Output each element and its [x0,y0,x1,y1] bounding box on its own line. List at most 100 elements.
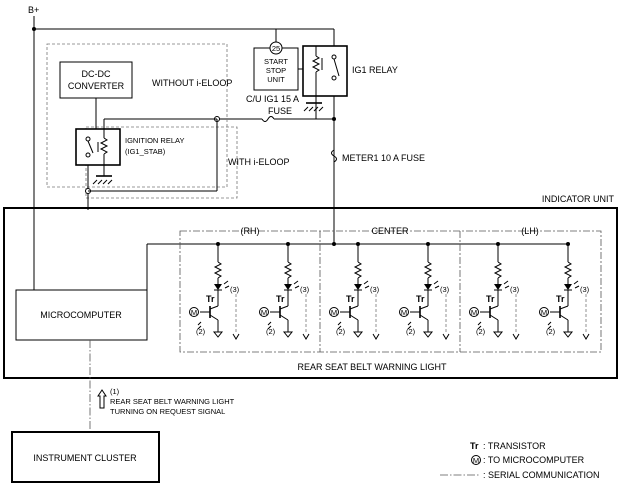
ignition-relay-box [75,128,121,166]
ground-icon [562,331,574,338]
base-ref: (2) [196,327,206,336]
base-ref: (2) [336,327,346,336]
light-signal-arrow-icon [442,333,450,340]
dcdc-converter-label-2: CONVERTER [68,81,125,91]
instrument-cluster: INSTRUMENT CLUSTER [11,431,160,483]
ignition-relay: IGNITION RELAY (IG1_STAB) [75,119,218,210]
base-ref: (2) [266,327,276,336]
transistor-label: Tr [346,294,355,304]
light-rays-icon [433,280,440,289]
ignition-relay-label-1: IGNITION RELAY [125,136,184,145]
warning-light-caption: REAR SEAT BELT WARNING LIGHT [297,362,447,372]
legend-m-desc: : TO MICROCOMPUTER [483,455,585,465]
start-stop-label-1: START [264,57,288,66]
signal-direction-arrow-icon [97,389,107,409]
warning-led-icon [354,284,362,290]
legend-tr-key: Tr [470,441,479,451]
light-rays-icon [573,280,580,289]
indicator-unit-frame [3,207,618,379]
with-ieloop-boundary [85,126,238,199]
section-center-label: CENTER [371,226,409,236]
cu-ig1-fuse-label-2: FUSE [268,106,292,116]
transistor-emitter [349,314,359,321]
ignition-relay-label-2: (IG1_STAB) [125,147,166,156]
warning-light-channels: (3)TrM(2)(3)TrM(2)(3)TrM(2)(3)TrM(2)(3)T… [189,242,590,340]
instrument-cluster-box [11,431,160,483]
transistor-collector [209,305,219,310]
dcdc-converter: DC-DC CONVERTER [59,61,133,129]
ground-icon [282,331,294,338]
indicator-unit: INDICATOR UNIT MICROCOMPUTER (RH) CENTER… [3,194,618,379]
light-signal-arrow-icon [582,333,590,340]
micro-symbol-icon [259,307,269,317]
light-signal-arrow-icon [232,333,240,340]
resistor-icon [493,261,503,279]
with-ieloop-label: WITH i-ELOOP [228,157,290,167]
transistor-collector [279,305,289,310]
transistor-label: Tr [416,294,425,304]
light-signal-arrow-icon [372,333,380,340]
micro-symbol-icon [539,307,549,317]
micro-symbol: M [471,308,477,317]
ground-icon [492,331,504,338]
warning-led-icon [564,284,572,290]
micro-symbol-icon [189,307,199,317]
micro-symbol: M [541,308,547,317]
start-stop-label-3: UNIT [267,75,285,84]
light-signal-arrow-icon [302,333,310,340]
without-ieloop-boundary [46,43,228,188]
base-ref: (2) [546,327,556,336]
start-stop-badge: 25 [272,44,280,53]
base-arrow-icon [477,321,482,330]
ground-icon [422,331,434,338]
transistor-emitter [419,314,429,321]
transistor-label: Tr [276,294,285,304]
resistor-icon [213,261,223,279]
transistor-emitter [279,314,289,321]
base-ref: (2) [406,327,416,336]
warning-led-icon [494,284,502,290]
transistor-collector [559,305,569,310]
base-arrow-icon [547,321,552,330]
micro-symbol-icon [329,307,339,317]
ig1-relay-label: IG1 RELAY [352,65,398,75]
start-stop-box [253,47,299,91]
section-lh-label: (LH) [521,226,539,236]
signal-ref: (1) [110,387,120,396]
ig1-relay-box [302,45,348,97]
b-plus-label: B+ [28,5,39,15]
cu-ig1-fuse-label-1: C/U IG1 15 A [246,94,299,104]
legend-micro-icon [471,455,481,465]
legend-m-key: M [473,456,479,465]
signal-label-2: TURNING ON REQUEST SIGNAL [110,407,225,416]
light-rays-icon [223,280,230,289]
light-ref: (3) [440,285,450,294]
indicator-unit-title: INDICATOR UNIT [542,194,615,204]
light-ref: (3) [510,285,520,294]
base-arrow-icon [267,321,272,330]
micro-symbol: M [261,308,267,317]
light-ref: (3) [300,285,310,294]
transistor-label: Tr [486,294,495,304]
power-wiring: B+ [28,5,337,290]
transistor-label: Tr [206,294,215,304]
light-rays-icon [363,280,370,289]
serial-signal: (1) REAR SEAT BELT WARNING LIGHT TURNING… [89,340,235,432]
resistor-icon [563,261,573,279]
light-signal-arrow-icon [512,333,520,340]
transistor-emitter [559,314,569,321]
instrument-cluster-label: INSTRUMENT CLUSTER [33,453,137,463]
meter1-fuse-label: METER1 10 A FUSE [342,153,425,163]
without-ieloop-label: WITHOUT i-ELOOP [152,78,232,88]
transistor-emitter [489,314,499,321]
ieloop-boundaries: WITHOUT i-ELOOP WITH i-ELOOP [46,43,290,199]
warning-led-icon [284,284,292,290]
ig1-relay: IG1 RELAY [302,45,398,112]
microcomputer-label: MICROCOMPUTER [40,310,122,320]
warning-led-icon [214,284,222,290]
micro-symbol: M [191,308,197,317]
transistor-collector [419,305,429,310]
transistor-emitter [209,314,219,321]
legend-tr-desc: : TRANSISTOR [483,441,546,451]
